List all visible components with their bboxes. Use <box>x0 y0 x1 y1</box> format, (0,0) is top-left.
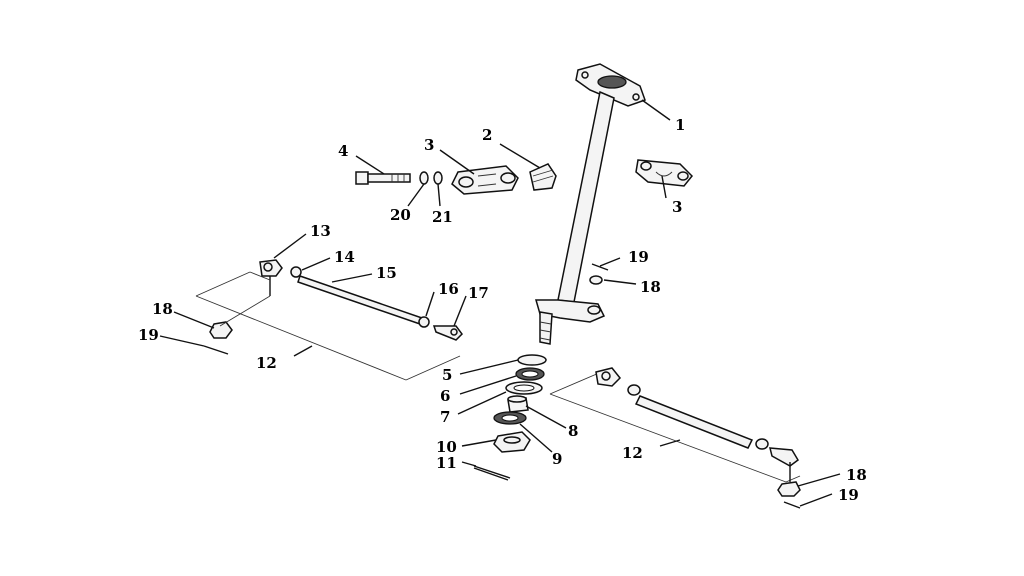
callout-17: 17 <box>468 284 489 302</box>
pin-part-11 <box>473 465 511 481</box>
leader-lines <box>159 99 841 507</box>
callout-13: 13 <box>310 222 331 240</box>
callout-5: 5 <box>442 366 452 384</box>
bearing-part-7 <box>505 381 543 395</box>
callout-7: 7 <box>440 408 450 426</box>
callout-12-left: 12 <box>256 354 277 372</box>
seal-part-5 <box>517 354 547 366</box>
washer-part-18-upper <box>589 275 603 285</box>
bushing-part-2 <box>529 163 557 191</box>
pin-part-19-upper <box>591 263 609 271</box>
callout-6: 6 <box>440 387 450 405</box>
right-tie-rod-assembly <box>549 367 801 509</box>
washer-part-20 <box>419 171 429 185</box>
callout-8: 8 <box>568 422 578 440</box>
bearing-part-9 <box>493 411 527 425</box>
callout-19-upper: 19 <box>628 248 649 266</box>
callout-18-upper: 18 <box>640 278 661 296</box>
callout-1: 1 <box>675 116 685 134</box>
callout-15: 15 <box>376 264 397 282</box>
callout-18-left: 18 <box>152 300 173 318</box>
callout-3-left: 3 <box>424 136 434 154</box>
clamp-part-3-right <box>635 159 694 187</box>
washer-part-21 <box>433 171 443 185</box>
callout-2: 2 <box>482 126 492 144</box>
callout-19-left: 19 <box>138 326 159 344</box>
callout-10: 10 <box>436 438 457 456</box>
callout-18-right: 18 <box>846 466 867 484</box>
left-tie-rod-assembly <box>195 259 463 381</box>
nut-part-10 <box>493 431 531 453</box>
callout-11: 11 <box>436 454 457 472</box>
callout-20: 20 <box>390 206 411 224</box>
callout-4: 4 <box>338 142 348 160</box>
spacer-part-8 <box>507 395 529 413</box>
callout-9: 9 <box>552 450 562 468</box>
callout-16: 16 <box>438 280 459 298</box>
bolt-part-4 <box>355 171 411 185</box>
clamp-part-3-left <box>451 165 519 195</box>
callout-14: 14 <box>334 248 355 266</box>
callout-19-right: 19 <box>838 486 859 504</box>
callout-3-right: 3 <box>672 198 682 216</box>
steering-column <box>535 63 646 345</box>
callout-21: 21 <box>432 208 453 226</box>
ring-part-6 <box>515 367 545 381</box>
callout-12-right: 12 <box>622 444 643 462</box>
